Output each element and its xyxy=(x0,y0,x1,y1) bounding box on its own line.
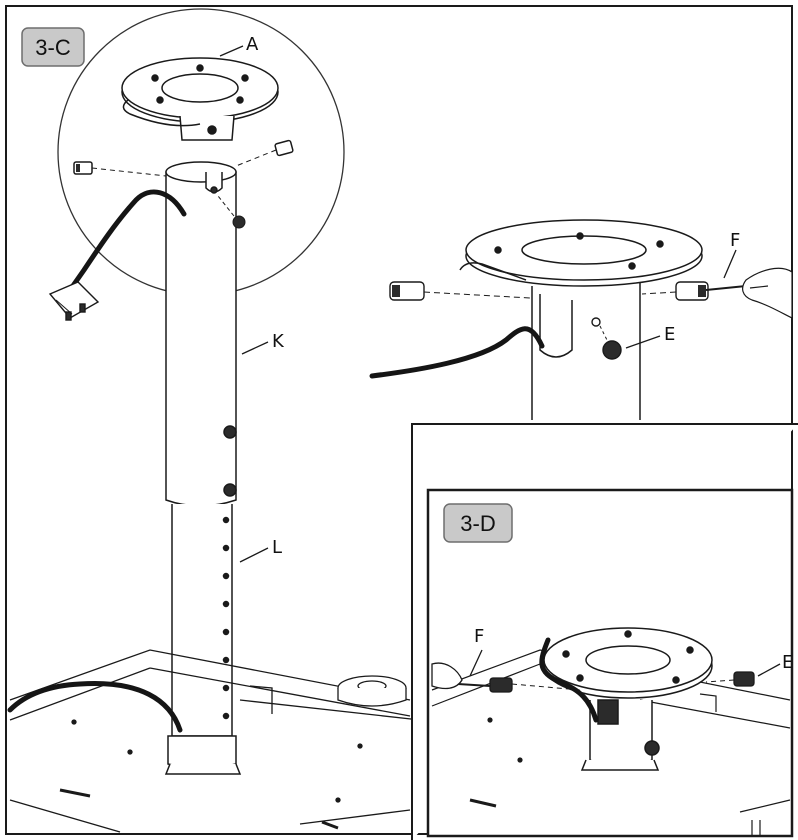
mount-plate-a xyxy=(121,57,279,141)
panel-3d-mount xyxy=(543,627,713,771)
step-3d-badge: 3-D xyxy=(443,503,513,543)
label-k: K xyxy=(272,331,285,352)
side-screws-upper xyxy=(73,139,294,229)
hand-upper xyxy=(742,267,793,319)
cable-plug xyxy=(48,281,100,321)
cable-upper-right xyxy=(369,326,545,379)
label-f-lower: F xyxy=(474,626,484,647)
label-a: A xyxy=(246,34,259,55)
panel-3d-screws xyxy=(431,662,755,693)
leader-k xyxy=(241,341,269,355)
leader-e-upper xyxy=(625,335,661,349)
panel-3d-cable xyxy=(539,637,599,723)
leader-a xyxy=(219,45,244,57)
label-e-upper: E xyxy=(664,324,675,345)
label-l: L xyxy=(272,537,282,558)
leader-l xyxy=(239,547,269,563)
column-l xyxy=(164,504,242,775)
outer-frame xyxy=(5,5,793,835)
step-3c-badge: 3-C xyxy=(21,27,85,67)
column-k xyxy=(165,161,237,507)
label-e-lower: E xyxy=(782,652,793,673)
base-plate xyxy=(9,649,421,833)
leader-f-lower xyxy=(469,649,483,677)
step-3c-text: 3-C xyxy=(35,35,71,60)
step-3d-text: 3-D xyxy=(460,511,495,536)
base-mount xyxy=(337,675,407,707)
detail-bracket-upper xyxy=(459,219,703,420)
leader-e-lower xyxy=(757,663,781,677)
label-f-upper: F xyxy=(730,230,740,251)
power-cable xyxy=(7,189,187,733)
leader-f-upper xyxy=(723,249,737,279)
detail-screws-upper xyxy=(389,281,747,360)
